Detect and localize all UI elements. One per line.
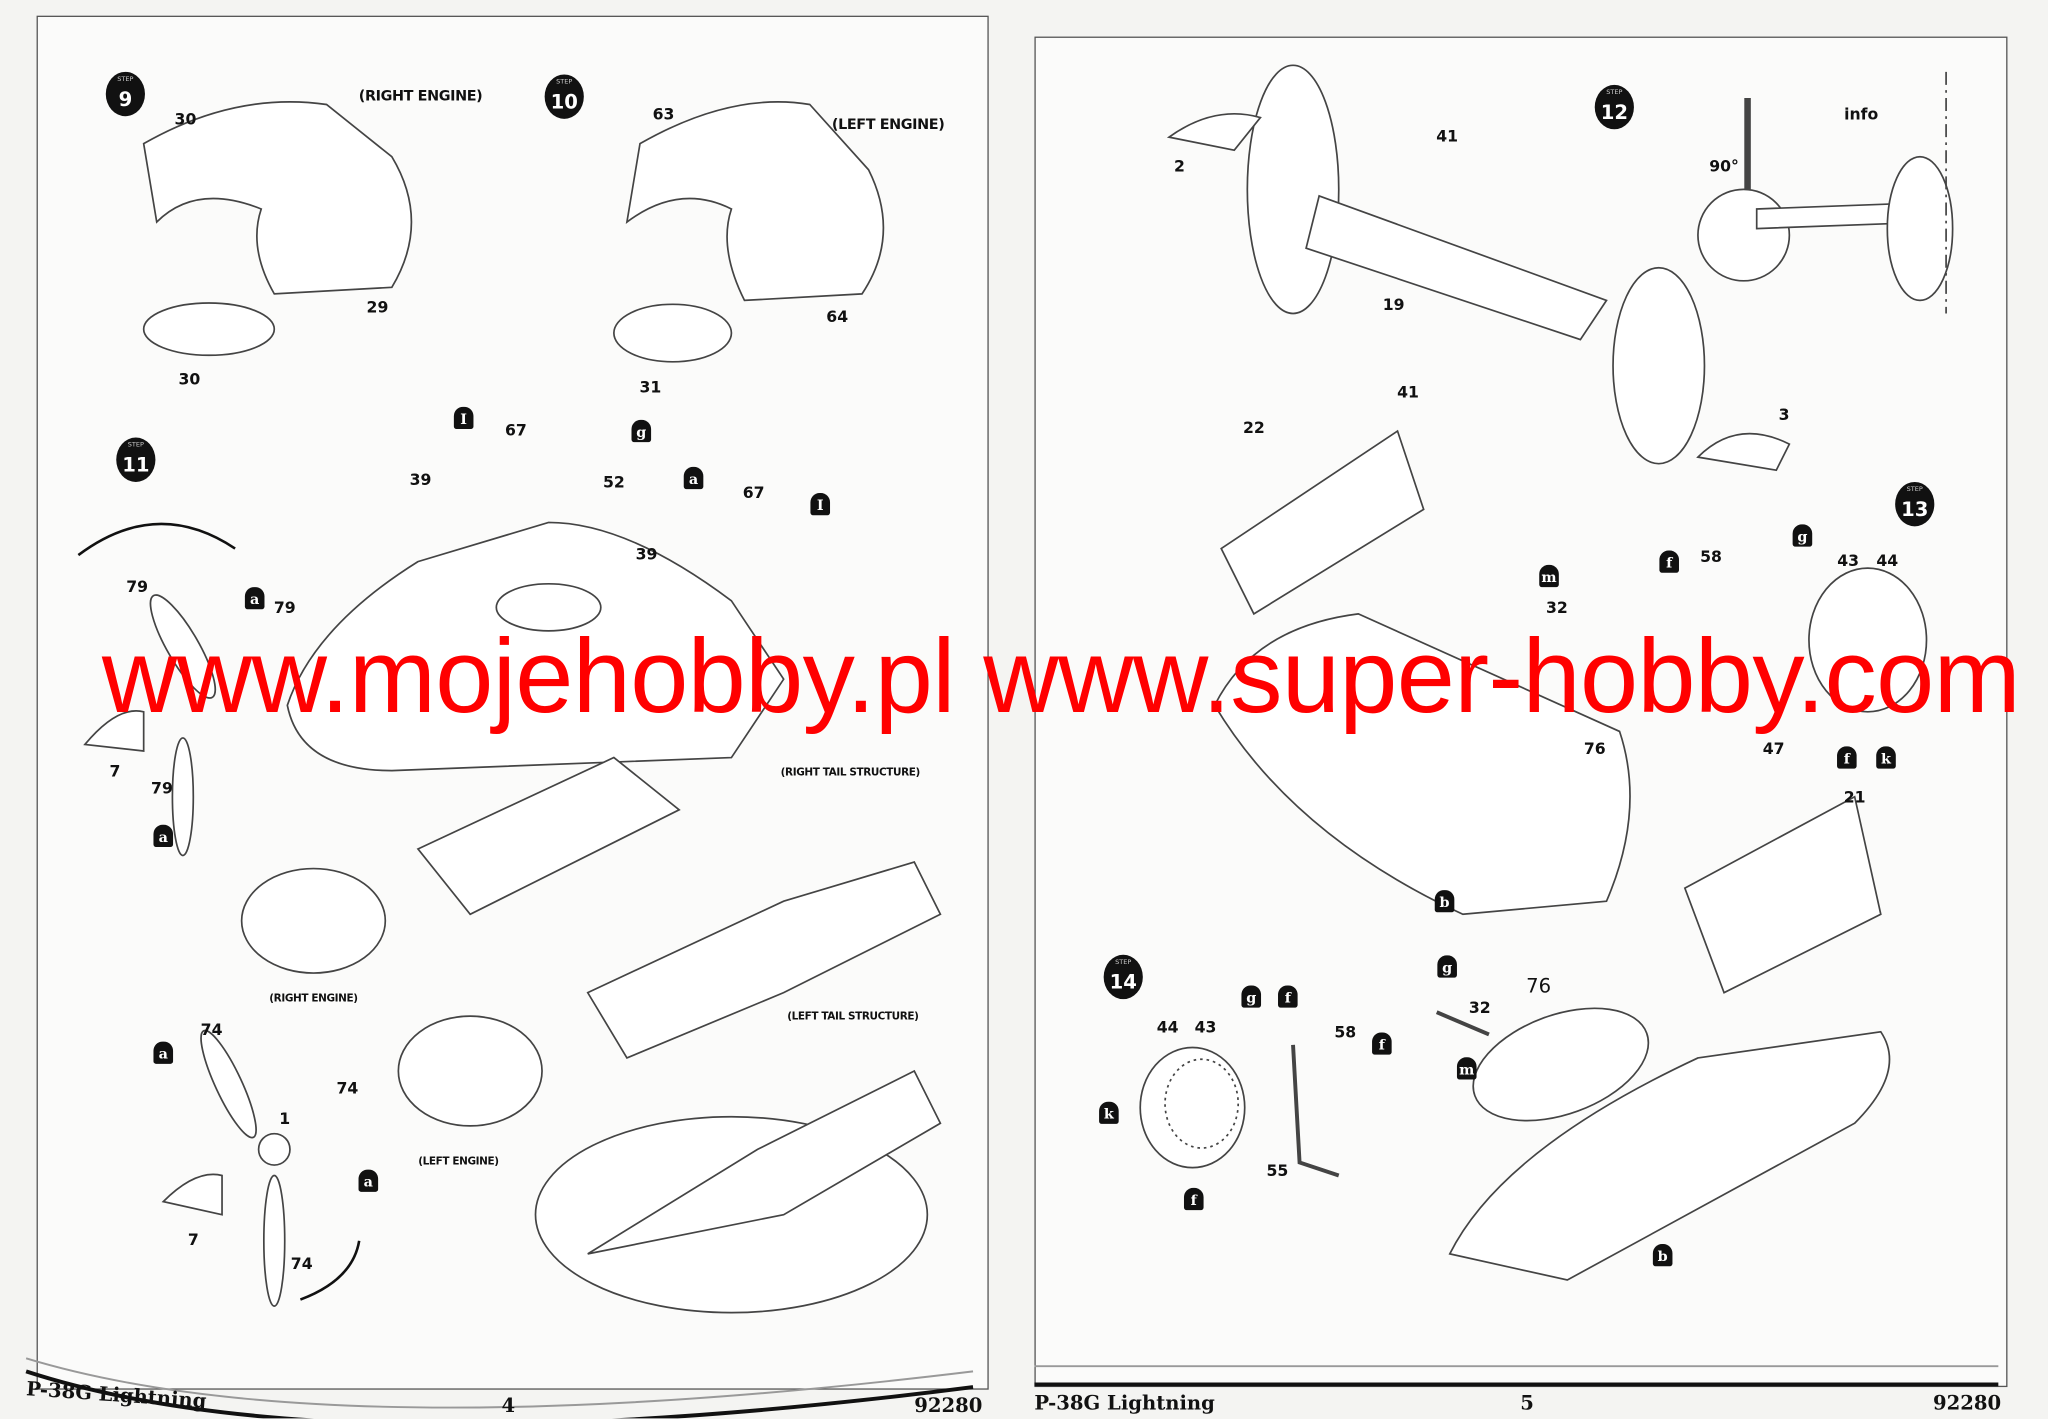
step-number: 10	[550, 90, 578, 114]
kit-code: 92280	[914, 1393, 983, 1418]
part-number: 79	[151, 778, 173, 798]
part-number: 29	[366, 298, 389, 317]
step-13-badge: STEP 13	[1895, 481, 1935, 527]
step-12-badge: STEP 12	[1594, 84, 1634, 130]
paint-tag: f	[1183, 1187, 1204, 1211]
part-number: 74	[336, 1079, 359, 1098]
part-number: 30	[174, 110, 197, 129]
part-number: 32	[1545, 598, 1568, 618]
part-number: 41	[1397, 383, 1419, 402]
part-number: 41	[1436, 127, 1459, 146]
part-number: 44	[1156, 1017, 1179, 1037]
paint-tag: I	[453, 406, 474, 430]
step-number: 12	[1600, 100, 1628, 125]
caption-right-engine: (RIGHT ENGINE)	[269, 992, 358, 1004]
part-number: 63	[652, 105, 675, 124]
step-word: STEP	[1115, 958, 1132, 967]
page-number: 5	[1520, 1390, 1534, 1415]
part-number: 22	[1242, 418, 1265, 437]
part-number: 67	[742, 483, 765, 503]
paint-tag: f	[1659, 550, 1679, 573]
part-number: 47	[1762, 739, 1785, 759]
part-number: 74	[290, 1254, 313, 1273]
paint-tag: f	[1278, 985, 1298, 1008]
kit-code: 92280	[1933, 1390, 2002, 1415]
caption-left-tail-structure: (LEFT TAIL STRUCTURE)	[787, 1010, 919, 1023]
part-number: 30	[178, 370, 201, 389]
caption-right-tail-structure: (RIGHT TAIL STRUCTURE)	[780, 766, 921, 778]
part-number: 64	[826, 307, 849, 326]
step-number: 13	[1901, 497, 1929, 522]
step-9-badge: STEP 9	[105, 71, 145, 117]
part-number: 58	[1700, 547, 1722, 567]
step-word: STEP	[556, 78, 573, 87]
part-number: 3	[1778, 405, 1790, 424]
part-number: 7	[187, 1230, 199, 1250]
paint-tag: g	[1241, 985, 1262, 1008]
step-number: 11	[122, 453, 150, 477]
step-number: 14	[1109, 970, 1137, 994]
paint-tag: g	[1792, 524, 1813, 547]
step-10-badge: STEP 10	[544, 74, 584, 119]
step-word: STEP	[1606, 88, 1623, 97]
paint-tag: a	[153, 1041, 174, 1064]
paint-tag: g	[1437, 955, 1457, 978]
paint-tag: a	[358, 1169, 379, 1192]
part-number: 67	[505, 421, 527, 440]
paint-tag: f	[1372, 1032, 1392, 1055]
step-14-badge: STEP 14	[1103, 954, 1143, 1000]
part-number: 32	[1468, 998, 1491, 1017]
footer-title: P-38G Lightning	[1034, 1390, 1215, 1415]
part-number: 19	[1382, 295, 1405, 314]
caption-left-engine: (LEFT ENGINE)	[418, 1155, 499, 1168]
caption-right-engine: (RIGHT ENGINE)	[358, 87, 483, 105]
step-word: STEP	[127, 441, 144, 450]
paint-tag: f	[1837, 746, 1857, 769]
part-number: 55	[1266, 1161, 1289, 1180]
step-11-badge: STEP 11	[116, 437, 156, 482]
part-number: 43	[1837, 551, 1860, 570]
part-number: 39	[409, 470, 432, 490]
paint-tag: m	[1539, 564, 1559, 588]
part-number: 21	[1843, 788, 1866, 807]
angle-label: 90°	[1709, 157, 1739, 176]
paint-tag: a	[153, 824, 174, 848]
caption-left-engine: (LEFT ENGINE)	[831, 116, 945, 134]
paint-tag: a	[683, 466, 704, 490]
paint-tag: b	[1434, 890, 1455, 913]
part-number: 52	[602, 473, 625, 492]
paint-tag: g	[631, 419, 652, 443]
part-number: 1	[279, 1109, 291, 1128]
part-number: 58	[1334, 1023, 1357, 1042]
part-number: 76	[1526, 974, 1552, 998]
part-number: 7	[109, 761, 121, 781]
part-number: 39	[635, 545, 658, 564]
part-number: 74	[200, 1020, 223, 1039]
paint-tag: k	[1099, 1101, 1119, 1124]
watermark: www.mojehobby.pl www.super-hobby.com	[101, 617, 2021, 735]
part-number: 43	[1194, 1017, 1217, 1037]
paint-tag: a	[244, 587, 265, 610]
page-number: 4	[501, 1393, 516, 1418]
paint-tag: I	[810, 493, 831, 516]
part-number: 79	[126, 577, 149, 597]
step-word: STEP	[117, 75, 134, 84]
paint-tag: b	[1652, 1244, 1673, 1267]
info-label: info	[1844, 105, 1879, 124]
step-number: 9	[118, 87, 133, 112]
paint-tag: m	[1456, 1057, 1477, 1080]
paint-tag: k	[1876, 746, 1896, 769]
step-word: STEP	[1906, 485, 1923, 494]
part-number: 79	[273, 598, 296, 618]
part-number: 31	[639, 377, 662, 397]
part-number: 76	[1583, 739, 1606, 759]
part-number: 2	[1173, 157, 1185, 176]
part-number: 44	[1876, 551, 1899, 570]
